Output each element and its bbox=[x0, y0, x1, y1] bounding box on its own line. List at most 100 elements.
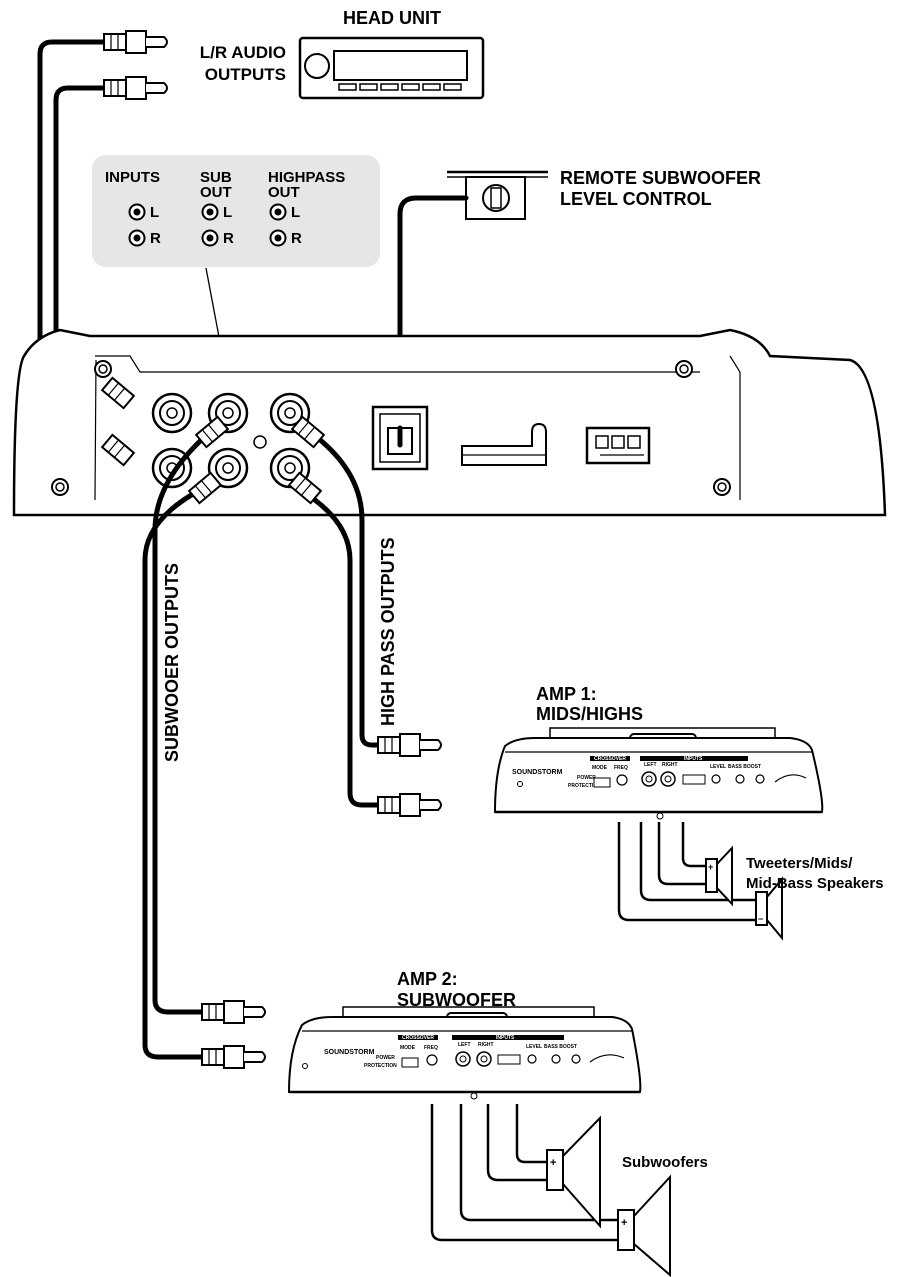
head-unit-label: HEAD UNIT bbox=[343, 8, 441, 28]
amp1-label-line1: AMP 1: bbox=[536, 684, 597, 704]
amp2-inputs-label: INPUTS bbox=[496, 1035, 515, 1041]
connector-legend: INPUTS SUB OUT HIGHPASS OUT L R L R L R bbox=[92, 155, 380, 267]
tweeters-label-line2: Mid-Bass Speakers bbox=[746, 875, 884, 892]
amp1-speaker-wires bbox=[617, 822, 756, 922]
amp1-level-knob-icon bbox=[711, 774, 721, 784]
amp1-right-label: RIGHT bbox=[662, 762, 678, 768]
mount-hole-icon bbox=[713, 478, 731, 496]
amp1-power-label: POWER bbox=[577, 775, 596, 781]
mount-hole-icon bbox=[94, 360, 112, 378]
amp2-level-label: LEVEL bbox=[526, 1044, 542, 1050]
rca-plug-icon bbox=[100, 376, 136, 410]
led-icon bbox=[253, 435, 267, 449]
speaker-plus-terminal: + bbox=[708, 862, 713, 872]
amp1-mids-highs: SOUNDSTORM CROSSOVER INPUTS MODE FREQ PO… bbox=[493, 727, 824, 820]
rca-plug-icon bbox=[194, 415, 230, 449]
mount-hole-icon bbox=[675, 360, 693, 378]
sub-out-jack-right-icon bbox=[207, 447, 249, 489]
amp2-brand-logo: SOUNDSTORM bbox=[324, 1049, 375, 1056]
rca-jack-icon bbox=[269, 203, 287, 221]
amp2-mode-label: MODE bbox=[400, 1045, 416, 1051]
legend-inputs-right: R bbox=[150, 230, 161, 247]
legend-sub-label-line1: SUB bbox=[200, 169, 232, 186]
amp2-level-knob-icon bbox=[527, 1054, 537, 1064]
head-unit bbox=[298, 36, 485, 100]
rca-plug-icon bbox=[290, 415, 326, 449]
amp2-right-label: RIGHT bbox=[478, 1042, 494, 1048]
remote-cable bbox=[397, 195, 469, 431]
power-terminal-icon bbox=[585, 426, 651, 465]
subwoofer-icon: + bbox=[617, 1174, 671, 1277]
speaker-minus-terminal: − bbox=[758, 914, 763, 924]
tweeters-label-line1: Tweeters/Mids/ bbox=[746, 855, 853, 872]
amp2-power-label: POWER bbox=[376, 1055, 395, 1061]
amp1-freq-label: FREQ bbox=[614, 765, 628, 771]
speaker-icon: + bbox=[705, 845, 733, 907]
amp2-freq-knob-icon bbox=[426, 1054, 438, 1066]
amp2-protection-label: PROTECTION bbox=[364, 1063, 397, 1069]
rca-plug-icon bbox=[187, 471, 223, 505]
remote-label-line1: REMOTE SUBWOOFER bbox=[560, 168, 761, 188]
rca-jack-icon bbox=[201, 229, 219, 247]
speaker-icon: − bbox=[755, 876, 783, 941]
subwoofer-plus-terminal: + bbox=[550, 1157, 556, 1169]
legend-highpass-label-line1: HIGHPASS bbox=[268, 169, 345, 186]
rca-jack-icon bbox=[128, 203, 146, 221]
lr-audio-label-line1: L/R AUDIO bbox=[200, 43, 286, 62]
amp2-label-line1: AMP 2: bbox=[397, 969, 458, 989]
fuse-holder-icon bbox=[461, 422, 547, 466]
main-amp-plugged-rca bbox=[100, 376, 326, 505]
rca-plug-icon bbox=[287, 471, 323, 505]
subwoofers-label: Subwoofers bbox=[622, 1154, 708, 1171]
highpass-output-cables bbox=[297, 429, 442, 817]
rca-plug-icon bbox=[103, 30, 168, 54]
amp1-control-panel: SOUNDSTORM CROSSOVER INPUTS MODE FREQ PO… bbox=[512, 756, 807, 789]
amp2-bass-boost-label: BASS BOOST bbox=[544, 1044, 577, 1050]
rca-plug-icon bbox=[201, 1045, 266, 1069]
legend-inputs-left: L bbox=[150, 204, 159, 221]
legend-highpass-label-line2: OUT bbox=[268, 184, 300, 201]
rca-plug-icon bbox=[377, 793, 442, 817]
legend-sub-left: L bbox=[223, 204, 232, 221]
amp1-freq-knob-icon bbox=[616, 774, 628, 786]
subwoofer-outputs-label: SUBWOOER OUTPUTS bbox=[162, 563, 182, 762]
amp2-crossover-label: CROSSOVER bbox=[402, 1035, 434, 1041]
mount-hole-icon bbox=[51, 478, 69, 496]
rca-plug-icon bbox=[201, 1000, 266, 1024]
legend-inputs-label: INPUTS bbox=[105, 169, 160, 186]
amp2-freq-label: FREQ bbox=[424, 1045, 438, 1051]
amp1-mode-label: MODE bbox=[592, 765, 608, 771]
legend-sub-right: R bbox=[223, 230, 234, 247]
input-jack-left-icon bbox=[151, 392, 193, 434]
amp1-inputs-label: INPUTS bbox=[684, 756, 703, 762]
amp1-bass-knob-icon bbox=[735, 774, 745, 784]
main-amplifier bbox=[12, 328, 887, 517]
legend-highpass-right: R bbox=[291, 230, 302, 247]
rca-plug-icon bbox=[103, 76, 168, 100]
amp1-label-line2: MIDS/HIGHS bbox=[536, 704, 643, 724]
amp1-bass-boost-label: BASS BOOST bbox=[728, 764, 761, 770]
subwoofer-icon: + bbox=[546, 1115, 601, 1229]
remote-level-control bbox=[447, 170, 548, 220]
amp2-control-panel: SOUNDSTORM CROSSOVER INPUTS MODE FREQ PO… bbox=[302, 1035, 625, 1069]
amp1-brand-logo: SOUNDSTORM bbox=[512, 769, 563, 776]
legend-highpass-left: L bbox=[291, 204, 300, 221]
amp1-left-label: LEFT bbox=[644, 762, 657, 768]
subwoofer-plus-terminal: + bbox=[621, 1217, 627, 1229]
amp2-speaker-wires bbox=[430, 1104, 618, 1242]
rca-plug-icon bbox=[377, 733, 442, 757]
lr-audio-label-line2: OUTPUTS bbox=[205, 65, 286, 84]
rca-jack-icon bbox=[269, 229, 287, 247]
remote-label-line2: LEVEL CONTROL bbox=[560, 189, 712, 209]
amp1-protection-label: PROTECTION bbox=[568, 783, 601, 789]
amp2-label-line2: SUBWOOFER bbox=[397, 990, 516, 1010]
rca-jack-icon bbox=[201, 203, 219, 221]
amp2-subwoofer: SOUNDSTORM CROSSOVER INPUTS MODE FREQ PO… bbox=[287, 1006, 642, 1100]
amp1-level-label: LEVEL bbox=[710, 764, 726, 770]
sub-output-cables bbox=[142, 429, 266, 1069]
rca-plug-icon bbox=[100, 433, 136, 467]
amp2-left-label: LEFT bbox=[458, 1042, 471, 1048]
amp2-bass-knob-icon bbox=[551, 1054, 561, 1064]
rca-jack-icon bbox=[128, 229, 146, 247]
